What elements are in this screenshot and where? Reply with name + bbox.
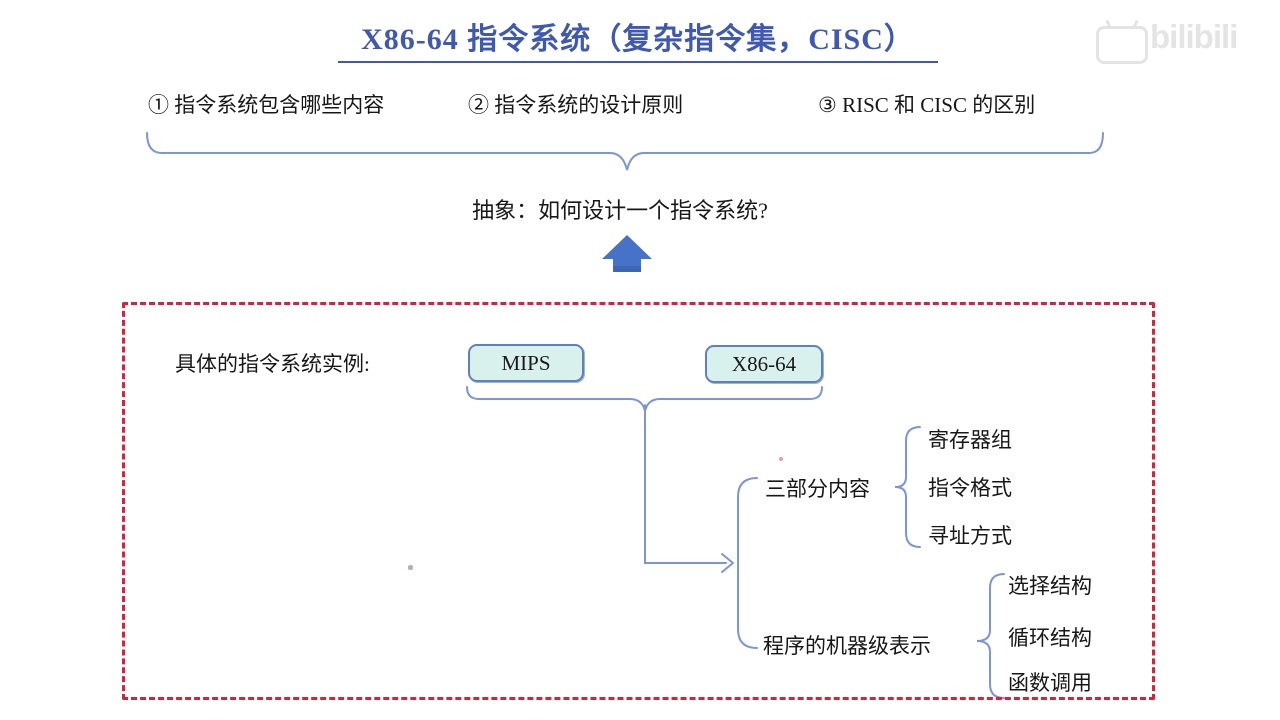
topic-2: ② 指令系统的设计原则 [468, 93, 684, 117]
leaf-function-call: 函数调用 [1008, 671, 1092, 695]
topic-3: ③ RISC 和 CISC 的区别 [818, 93, 1036, 117]
bilibili-tv-icon [1096, 26, 1148, 64]
isa-box-x86-64: X86-64 [705, 345, 823, 383]
branch-three-parts: 三部分内容 [765, 477, 870, 501]
topic-1: ① 指令系统包含哪些内容 [148, 93, 385, 117]
leaf-loop-structure: 循环结构 [1008, 626, 1092, 650]
up-arrow-base-band [613, 266, 641, 272]
examples-dashed-box [122, 302, 1155, 700]
up-arrow-icon [602, 235, 652, 272]
leaf-register-file: 寄存器组 [928, 428, 1012, 452]
examples-label: 具体的指令系统实例: [175, 352, 370, 376]
leaf-instruction-format: 指令格式 [928, 476, 1012, 500]
bilibili-watermark: bilibili [1096, 18, 1280, 66]
page-title: X86-64 指令系统（复杂指令集，CISC） [338, 14, 938, 63]
leaf-selection-structure: 选择结构 [1008, 574, 1092, 598]
branch-machine-level: 程序的机器级表示 [763, 634, 931, 658]
topics-brace [146, 132, 1104, 171]
isa-box-mips: MIPS [468, 344, 584, 382]
abstraction-caption: 抽象：如何设计一个指令系统? [472, 198, 768, 223]
bilibili-watermark-text: bilibili [1150, 18, 1238, 55]
stray-mark-square [408, 565, 413, 570]
stray-mark-dot [779, 457, 783, 461]
leaf-addressing-mode: 寻址方式 [928, 524, 1012, 548]
